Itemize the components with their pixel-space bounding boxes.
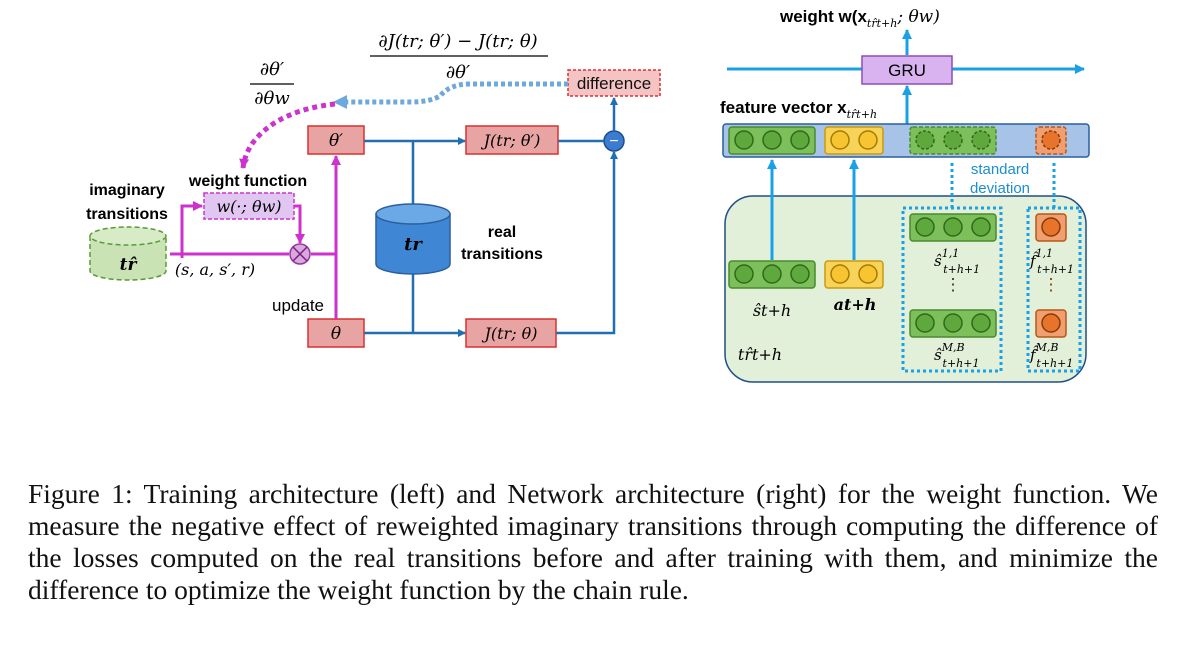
- j-theta-prime-box: [465, 125, 559, 155]
- theta-prime-label: θ′: [329, 131, 343, 151]
- wire-j-to-minus: [556, 151, 618, 335]
- imaginary-label-line2: transitions: [86, 206, 168, 223]
- fv-action-node: [830, 130, 850, 150]
- action-label: at+h: [834, 295, 877, 314]
- grad-numerator: ∂J(tr; θ′) − J(tr; θ): [378, 31, 537, 52]
- pred-reward-vdots: ⋮: [1043, 275, 1060, 294]
- fv-state-node: [762, 130, 782, 150]
- weight-function-formula: w(·; θw): [216, 197, 281, 216]
- fv-std-reward-node: [1041, 130, 1061, 150]
- pred-state-node: [971, 217, 991, 237]
- std-label-line2: deviation: [970, 180, 1030, 197]
- fv-std-state-node: [915, 130, 935, 150]
- fv-std-state-node: [971, 130, 991, 150]
- imaginary-label-line1: imaginary: [89, 182, 165, 199]
- action-node: [858, 264, 878, 284]
- pred-state-node: [915, 313, 935, 333]
- tuple-label: (s, a, s′, r): [175, 260, 255, 279]
- fv-action-node: [858, 130, 878, 150]
- wire-tuple-to-weight: [180, 201, 203, 258]
- pred-state-vdots: ⋮: [945, 275, 962, 294]
- transition-label: tr̂t+h: [738, 345, 782, 364]
- fv-state-node: [734, 130, 754, 150]
- weight-output-label: weight w(xtr̂t+h; θw): [779, 7, 940, 30]
- weight-function-label: weight function: [188, 173, 307, 190]
- chain-denominator: ∂θw: [254, 88, 290, 109]
- state-node: [734, 264, 754, 284]
- pred-reward-node: [1041, 217, 1061, 237]
- real-transitions-line1: real: [488, 224, 516, 241]
- backprop-dotted-arrow: [345, 81, 568, 105]
- gru-label: GRU: [888, 61, 926, 80]
- std-label-line1: standard: [971, 161, 1029, 178]
- grad-denominator: ∂θ′: [446, 62, 470, 83]
- weight-function-box: [203, 192, 295, 220]
- j-theta-label: J(tr; θ): [481, 324, 537, 343]
- pred-state-node: [915, 217, 935, 237]
- minus-sign: −: [609, 133, 618, 150]
- cylinder-icon: [375, 203, 451, 275]
- pred-state-node: [971, 313, 991, 333]
- imaginary-cylinder-icon: [89, 226, 167, 281]
- update-label: update: [272, 296, 324, 315]
- difference-label: difference: [577, 74, 651, 93]
- gru-box: [861, 55, 953, 85]
- pred-state-node: [943, 217, 963, 237]
- j-theta-prime-label: J(tr; θ′): [481, 131, 541, 150]
- multiply-circle-icon: [289, 243, 311, 265]
- chain-numerator: ∂θ′: [260, 59, 284, 80]
- real-transitions-line2: transitions: [461, 246, 543, 263]
- state-node: [790, 264, 810, 284]
- network-architecture: weight w(xtr̂t+h; θw) GRU feature vector…: [720, 7, 1090, 383]
- pred-reward-node: [1041, 313, 1061, 333]
- wire-weight-to-multiply: [294, 204, 305, 244]
- state-node: [762, 264, 782, 284]
- theta-label: θ: [331, 324, 341, 344]
- backprop-arrow-head: [333, 95, 347, 109]
- action-node: [830, 264, 850, 284]
- architecture-diagram: ∂J(tr; θ′) − J(tr; θ) ∂θ′ ∂θ′ ∂θw differ…: [86, 7, 1090, 383]
- pred-state-node: [943, 313, 963, 333]
- real-buffer-label: tr: [404, 234, 423, 255]
- state-label: ŝt+h: [753, 301, 791, 320]
- fv-state-node: [790, 130, 810, 150]
- feature-vector-label: feature vector xtr̂t+h: [720, 98, 877, 121]
- magenta-dashed-arrow: [239, 101, 336, 169]
- imag-buffer-label: tr̂: [120, 255, 138, 275]
- fv-std-state-node: [943, 130, 963, 150]
- figure-caption: Figure 1: Training architecture (left) a…: [28, 478, 1158, 605]
- training-architecture: ∂J(tr; θ′) − J(tr; θ) ∂θ′ ∂θ′ ∂θw differ…: [86, 31, 661, 348]
